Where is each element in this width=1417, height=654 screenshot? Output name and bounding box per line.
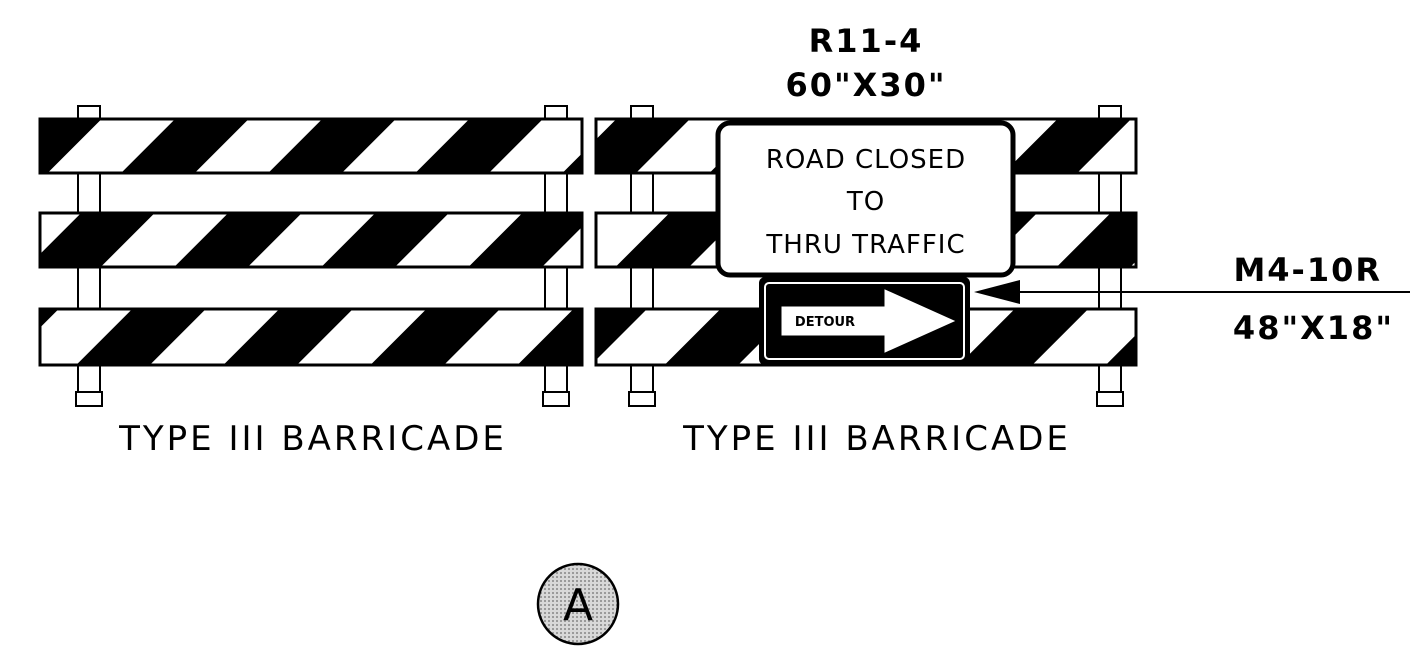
sign-m4-10r-text: DETOUR xyxy=(795,315,855,330)
arrow-right-icon xyxy=(781,289,956,353)
sign-r11-4-line-1: ROAD CLOSED xyxy=(766,145,966,175)
barricade-right-label: TYPE III BARRICADE xyxy=(682,419,1071,459)
sign-r11-4-line-3: THRU TRAFFIC xyxy=(765,230,965,260)
sign-r11-4-line-2: TO xyxy=(846,187,885,217)
sign-m4-10r-border xyxy=(764,282,965,360)
barricade-left: TYPE III BARRICADE xyxy=(38,105,584,459)
foot-right-b xyxy=(1096,391,1124,407)
callout-letter: A xyxy=(563,580,593,631)
barricade-left-label: TYPE III BARRICADE xyxy=(118,419,507,459)
sign-r11-4-size: 60"X30" xyxy=(785,66,946,104)
sign-r11-4: R11-4 60"X30" ROAD CLOSED TO THRU TRAFFI… xyxy=(715,22,1016,278)
rail-left-top xyxy=(38,117,584,175)
leader-arrowhead xyxy=(974,280,1020,304)
rail-left-middle xyxy=(38,211,584,269)
sign-r11-4-panel xyxy=(715,120,1016,278)
sign-m4-10r: DETOUR xyxy=(759,277,970,365)
callout-circle xyxy=(536,562,620,646)
foot-left-a xyxy=(75,391,103,407)
m4-10r-leader xyxy=(974,280,1410,304)
sign-r11-4-code: R11-4 xyxy=(809,22,924,60)
sign-m4-10r-size: 48"X18" xyxy=(1233,309,1394,347)
foot-right-a xyxy=(628,391,656,407)
rail-left-bottom xyxy=(38,307,584,367)
callout-a: A xyxy=(536,562,620,646)
foot-left-b xyxy=(542,391,570,407)
sign-m4-10r-code: M4-10R xyxy=(1233,251,1382,289)
